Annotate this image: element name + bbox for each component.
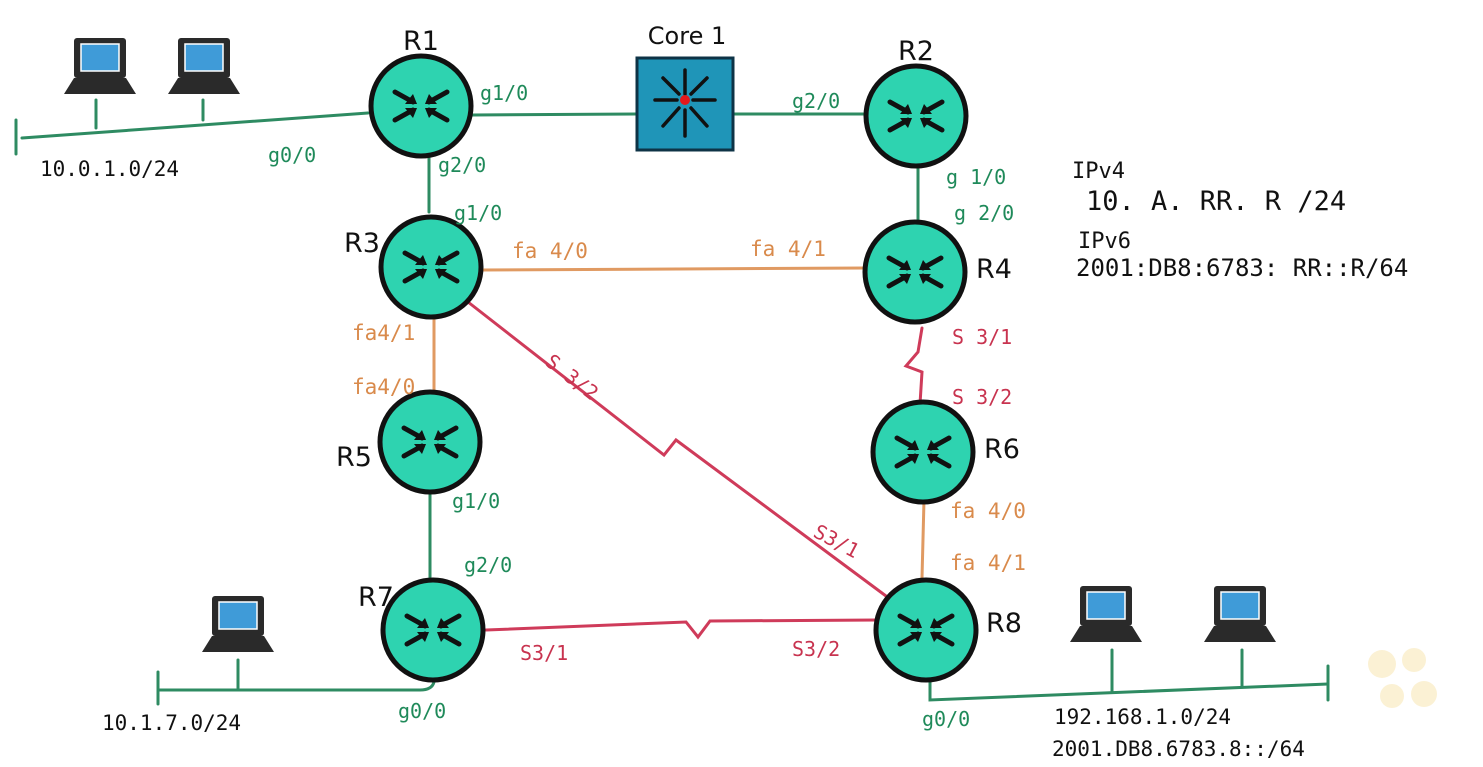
router-r1[interactable]: [368, 53, 474, 159]
link-r1-lan: [20, 111, 370, 140]
ipv6-title: IPv6: [1078, 229, 1131, 254]
link-r7-lan: [156, 680, 436, 692]
if-label: g 2/0: [954, 201, 1014, 225]
if-label: g2/0: [792, 89, 840, 113]
router-r4-label: R4: [976, 254, 1012, 285]
if-label: S3/1: [810, 519, 864, 563]
router-r5-label: R5: [336, 442, 372, 473]
router-r6-label: R6: [984, 434, 1020, 465]
if-label: S3/1: [520, 641, 568, 665]
router-r8-label: R8: [986, 608, 1022, 639]
link-r6-r8: [920, 498, 926, 580]
switch-arrows-icon: [653, 68, 717, 138]
link-r7-r8: [484, 618, 880, 640]
if-label: g1/0: [480, 81, 528, 105]
if-label: fa4/0: [352, 375, 415, 399]
link-r1-core: [470, 112, 638, 117]
laptop-icon[interactable]: [167, 37, 241, 95]
router-r6[interactable]: [870, 399, 976, 505]
if-label: g0/0: [922, 707, 970, 731]
laptop-icon[interactable]: [201, 595, 275, 653]
core-switch[interactable]: Core 1: [635, 22, 735, 152]
network-label-r7-lan: 10.1.7.0/24: [102, 711, 241, 735]
switch-label: Core 1: [648, 22, 726, 50]
if-label: fa 4/0: [950, 499, 1026, 523]
router-r3-label: R3: [344, 228, 380, 259]
switch-led-icon: [680, 95, 690, 105]
ipv4-title: IPv4: [1072, 159, 1125, 184]
if-label: g2/0: [438, 153, 486, 177]
router-r5[interactable]: [377, 389, 483, 495]
if-label: g1/0: [452, 489, 500, 513]
link-r3-r8: [466, 300, 888, 598]
ipv6-format: 2001:DB8:6783: RR::R/64: [1076, 254, 1408, 282]
router-r2-label: R2: [898, 36, 934, 67]
network-label-r1-lan: 10.0.1.0/24: [40, 157, 179, 181]
router-r3[interactable]: [378, 214, 484, 320]
if-label: g0/0: [398, 699, 446, 723]
network-label-r8-ipv4: 192.168.1.0/24: [1054, 705, 1231, 729]
router-r8[interactable]: [873, 577, 979, 683]
link-r4-r6: [903, 326, 924, 406]
laptop-icon[interactable]: [1069, 585, 1143, 643]
if-label: fa 4/0: [512, 239, 588, 263]
laptop-icon[interactable]: [1203, 585, 1277, 643]
if-label: fa4/1: [352, 321, 415, 345]
router-r4[interactable]: [862, 219, 968, 325]
if-label: g2/0: [464, 553, 512, 577]
if-label: g1/0: [454, 201, 502, 225]
link-r3-r4: [479, 266, 868, 272]
router-r2[interactable]: [863, 63, 969, 169]
laptop-icon[interactable]: [63, 37, 137, 95]
router-r1-label: R1: [403, 26, 439, 57]
if-label: g0/0: [268, 143, 316, 167]
if-label: S 3/2: [952, 385, 1012, 409]
if-label: S 3/2: [541, 349, 603, 405]
router-r7[interactable]: [380, 577, 486, 683]
link-r8-lan: [928, 678, 1330, 702]
watermark-dots: [1368, 648, 1437, 708]
if-label: g 1/0: [946, 165, 1006, 189]
links: [14, 98, 1330, 706]
if-label: fa 4/1: [950, 551, 1026, 575]
ipv4-format: 10. A. RR. R /24: [1086, 186, 1346, 217]
if-label: fa 4/1: [750, 237, 826, 261]
if-label: S 3/1: [952, 325, 1012, 349]
router-r7-label: R7: [358, 582, 394, 613]
addressing-note: IPv4 10. A. RR. R /24 IPv6 2001:DB8:6783…: [1072, 159, 1408, 282]
network-label-r8-ipv6: 2001.DB8.6783.8::/64: [1052, 737, 1305, 761]
if-label: S3/2: [792, 637, 840, 661]
